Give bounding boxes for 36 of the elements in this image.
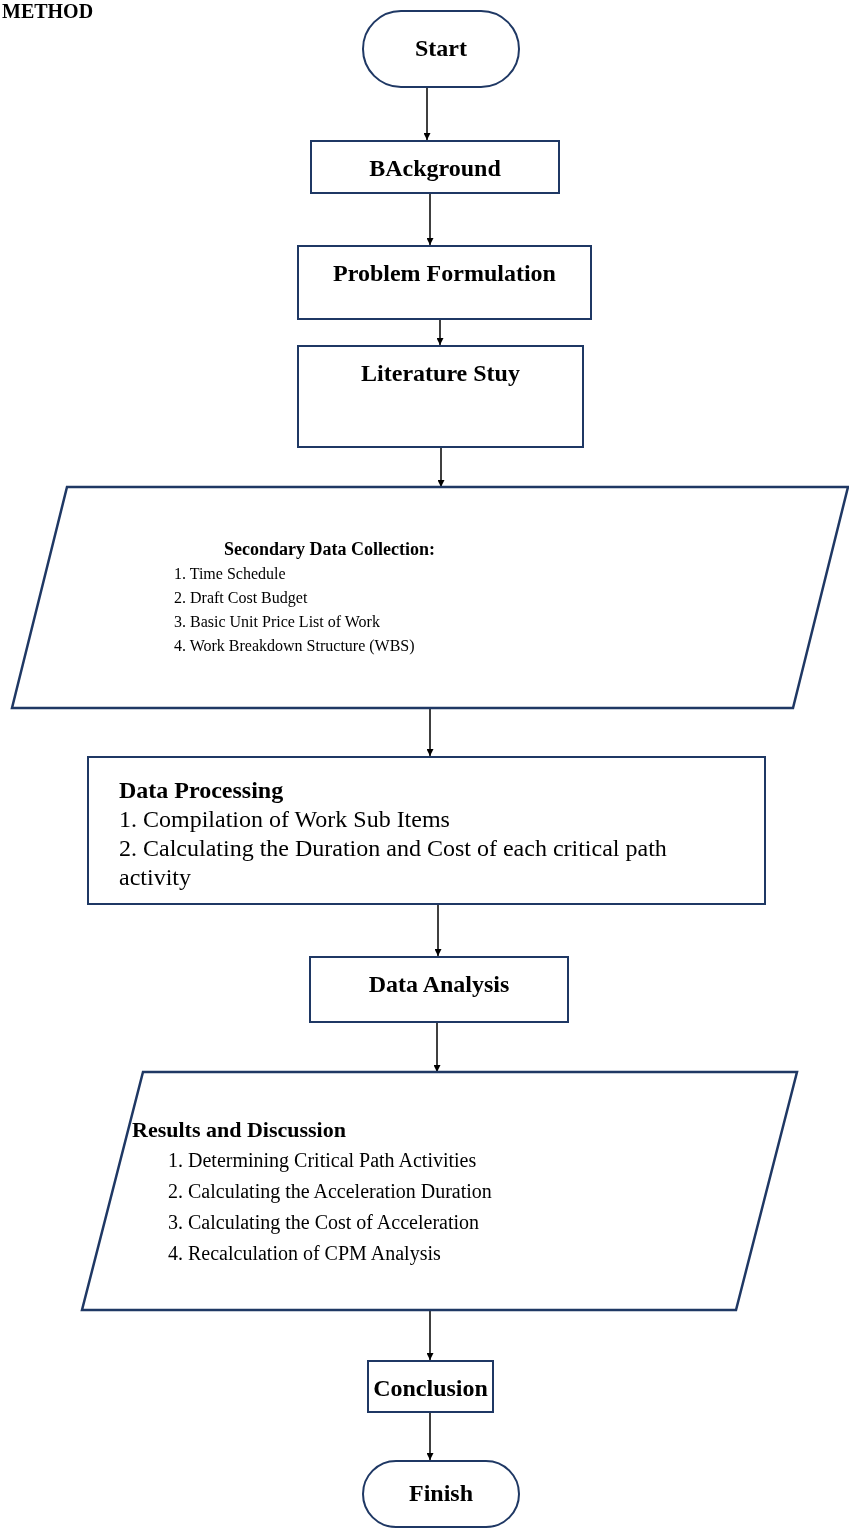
arrow [433, 1022, 441, 1073]
list-item: 4. Work Breakdown Structure (WBS) [174, 636, 415, 657]
node-label: Literature Stuy [361, 360, 520, 387]
process-box [309, 956, 569, 1023]
list-item: 3. Basic Unit Price List of Work [174, 612, 380, 632]
data-parallelogram [12, 487, 848, 708]
node-label: Data Analysis [368, 971, 510, 998]
list-item: 1. Determining Critical Path Activities [168, 1148, 477, 1173]
arrow [423, 87, 431, 141]
process-box [87, 756, 766, 905]
data-parallelogram [82, 1072, 797, 1310]
arrow [426, 1412, 434, 1461]
process-box [310, 140, 560, 194]
node-label: Problem Formulation [333, 260, 556, 287]
node-label: Conclusion [373, 1375, 488, 1402]
arrow [426, 193, 434, 246]
node-label: Finish [409, 1480, 473, 1507]
node-label: Start [415, 35, 467, 62]
list-item: 2. Calculating the Acceleration Duration [168, 1179, 492, 1204]
list-item: 4. Recalculation of CPM Analysis [168, 1241, 441, 1266]
process-box [297, 345, 584, 448]
heading: Secondary Data Collection: [224, 538, 435, 561]
list-item: 1. Time Schedule [174, 564, 286, 584]
process-box [367, 1360, 494, 1413]
arrow [436, 319, 444, 346]
process-box [297, 245, 592, 320]
list-item: 1. Compilation of Work Sub Items [119, 805, 451, 834]
heading: Results and Discussion [132, 1117, 346, 1142]
arrow [434, 904, 442, 957]
heading: Data Processing [119, 776, 285, 805]
list-item: 2. Calculating the Duration and Cost of each critical path activity [119, 834, 668, 892]
node-label: BAckground [369, 155, 501, 182]
list-item: 2. Draft Cost Budget [174, 588, 308, 609]
list-item: 3. Calculating the Cost of Acceleration [168, 1210, 480, 1235]
section-heading: METHOD [2, 0, 94, 22]
arrow [437, 447, 445, 488]
